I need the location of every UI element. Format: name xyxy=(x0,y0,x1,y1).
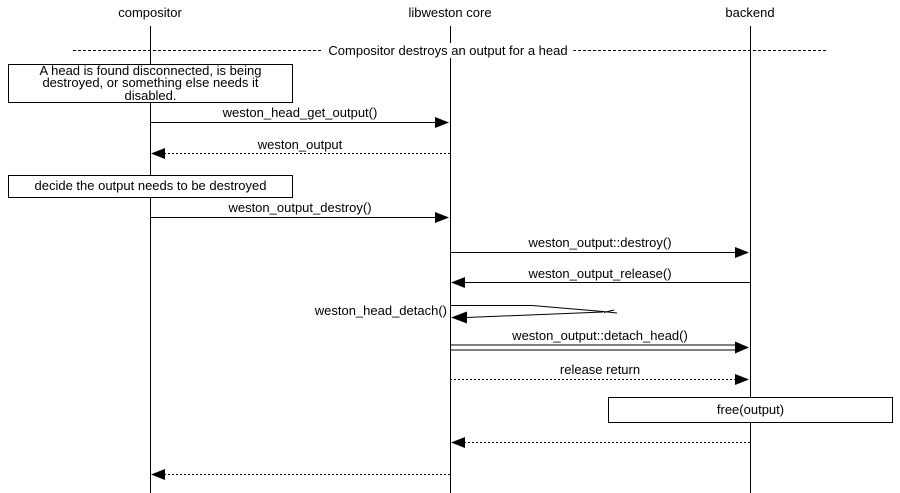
note-line: destroyed, or something else needs it xyxy=(42,75,259,91)
message-label-weston-output-return: weston_output xyxy=(257,137,343,152)
arrowhead-left-icon xyxy=(151,148,165,159)
note-line: disabled. xyxy=(124,87,177,103)
arrowhead-right-icon xyxy=(735,341,749,354)
message-label-output-destroy: weston_output_destroy() xyxy=(228,200,372,215)
arrowhead-left-icon xyxy=(451,437,465,448)
divider-title: Compositor destroys an output for a head xyxy=(322,43,574,58)
message-label-head-get-output: weston_head_get_output() xyxy=(222,105,378,120)
note-head-disconnected: A head is found disconnected, is being d… xyxy=(8,64,293,103)
actor-libweston-core: libweston core xyxy=(408,5,492,20)
arrowhead-right-icon xyxy=(435,117,449,128)
message-label-output-destroy-vfunc: weston_output::destroy() xyxy=(528,235,672,250)
note-free-output: free(output) xyxy=(608,397,893,423)
note-line: free(output) xyxy=(716,401,785,417)
message-label-detach-head-vfunc: weston_output::detach_head() xyxy=(512,328,688,343)
arrowhead-right-icon xyxy=(435,212,449,223)
message-label-head-detach: weston_head_detach() xyxy=(314,303,447,318)
note-line: decide the output needs to be destroyed xyxy=(34,178,267,194)
arrowhead-right-icon xyxy=(735,374,749,385)
note-decide-destroy: decide the output needs to be destroyed xyxy=(8,175,293,198)
message-label-release-return: release return xyxy=(559,362,641,377)
self-arrow-lower xyxy=(465,311,604,318)
actor-backend: backend xyxy=(725,5,775,20)
arrowhead-left-icon xyxy=(451,277,465,288)
note-line: A head is found disconnected, is being xyxy=(39,62,262,78)
arrowhead-left-icon xyxy=(151,469,165,480)
message-label-output-release: weston_output_release() xyxy=(528,266,672,281)
self-arrow-tip xyxy=(603,309,615,313)
actor-compositor: compositor xyxy=(118,5,182,20)
self-arrow-upper xyxy=(450,305,604,312)
arrowhead-right-icon xyxy=(735,247,749,258)
arrowhead-left-icon xyxy=(451,311,467,324)
